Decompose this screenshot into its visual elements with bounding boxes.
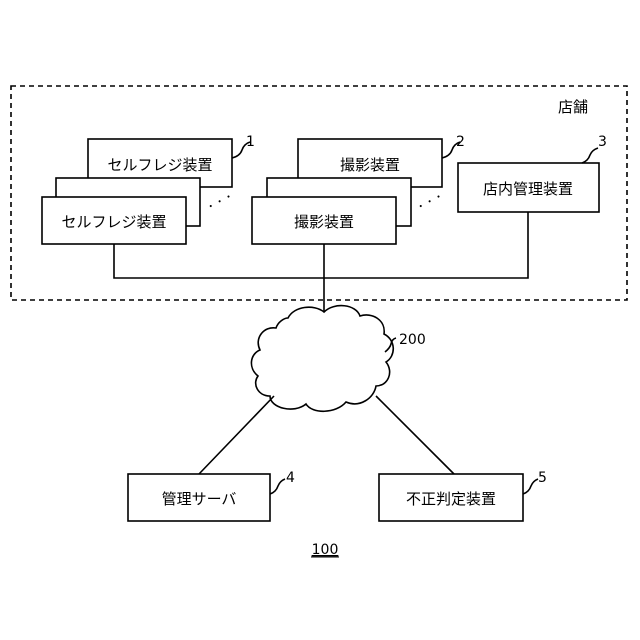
network-to-fraud-line (376, 396, 454, 474)
self-register-ref: 1 (246, 134, 255, 150)
management-server-ref-leader (270, 479, 285, 494)
camera-ellipsis: ・・・ (414, 191, 446, 215)
store-label: 店舗 (558, 98, 588, 116)
network-to-server-line (199, 396, 274, 474)
store-manager-label: 店内管理装置 (483, 180, 573, 198)
fraud-judge-ref-leader (523, 479, 538, 494)
network-cloud (251, 306, 393, 412)
camera-label-front: 撮影装置 (294, 213, 354, 231)
system-ref: 100 (312, 542, 339, 558)
fraud-judge-label: 不正判定装置 (406, 490, 496, 508)
store-manager-ref-leader (582, 148, 598, 163)
management-server-ref: 4 (286, 470, 295, 486)
self-register-label-front: セルフレジ装置 (61, 213, 166, 231)
network-ref: 200 (399, 332, 426, 348)
fraud-judge-ref: 5 (538, 470, 547, 486)
camera-ref: 2 (456, 134, 465, 150)
store-manager-ref: 3 (598, 134, 607, 150)
self-register-ellipsis: ・・・ (204, 191, 236, 215)
management-server-label: 管理サーバ (162, 490, 237, 508)
self-register-label-back: セルフレジ装置 (107, 156, 212, 174)
camera-label-back: 撮影装置 (340, 156, 400, 174)
